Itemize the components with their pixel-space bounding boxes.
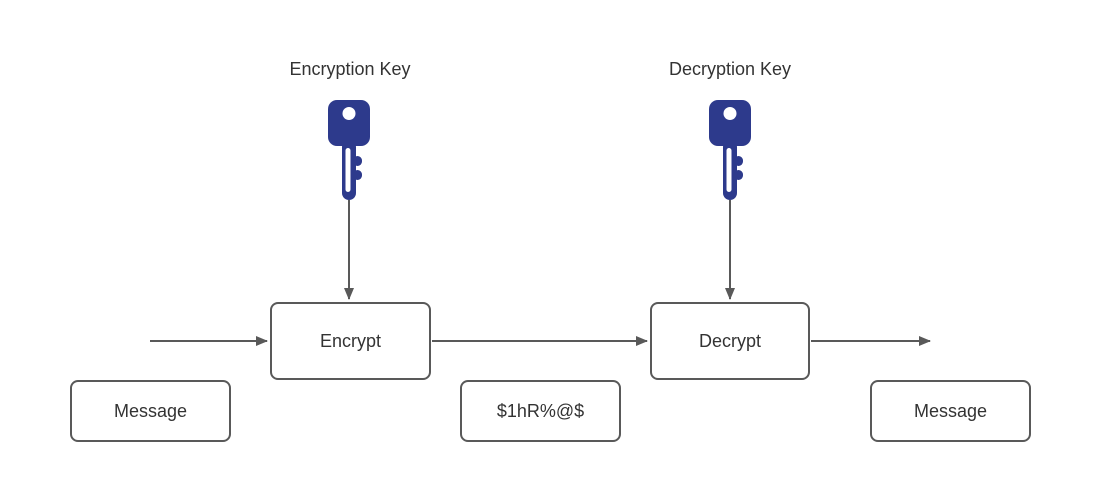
encryption-key-label: Encryption Key — [289, 59, 411, 79]
decryption-key-icon — [709, 100, 751, 200]
message-left-label: Message — [113, 400, 188, 421]
encrypt-box: Encrypt — [270, 302, 431, 380]
encryption-key-icon — [328, 100, 370, 200]
message-right-label: Message — [913, 400, 988, 421]
ciphertext-box: $1hR%@$ — [460, 380, 621, 442]
decryption-key-label: Decryption Key — [668, 59, 792, 79]
decrypt-box-label: Decrypt — [698, 330, 761, 351]
message-right-box: Message — [870, 380, 1031, 442]
message-left-box: Message — [70, 380, 231, 442]
decrypt-box: Decrypt — [650, 302, 810, 380]
ciphertext-label: $1hR%@$ — [496, 400, 585, 421]
encrypt-box-label: Encrypt — [319, 330, 382, 351]
